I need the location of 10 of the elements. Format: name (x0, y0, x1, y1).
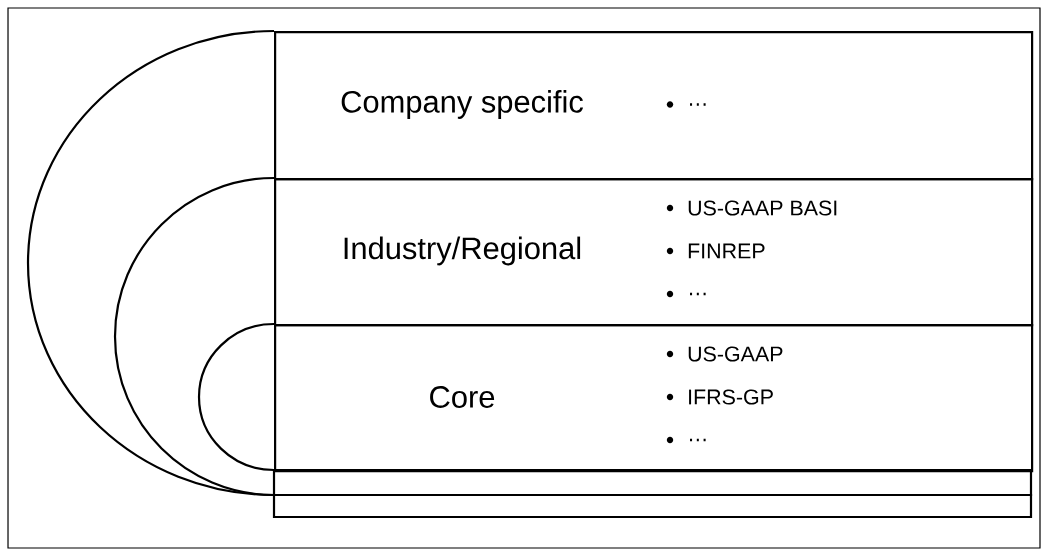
bullet-item: … (666, 436, 706, 444)
bullet-item: … (666, 101, 706, 108)
bullet-item: FINREP (666, 243, 765, 259)
band-heading: Company specific (341, 90, 583, 119)
bullet-item: US-GAAP BASI (666, 200, 837, 216)
band-heading: Core (430, 386, 495, 408)
bullet-item: … (666, 290, 706, 298)
bullet-item: IFRS-GP (666, 389, 773, 405)
bullet-item: US-GAAP (666, 346, 783, 362)
band-heading: Industry/Regional (344, 236, 581, 266)
